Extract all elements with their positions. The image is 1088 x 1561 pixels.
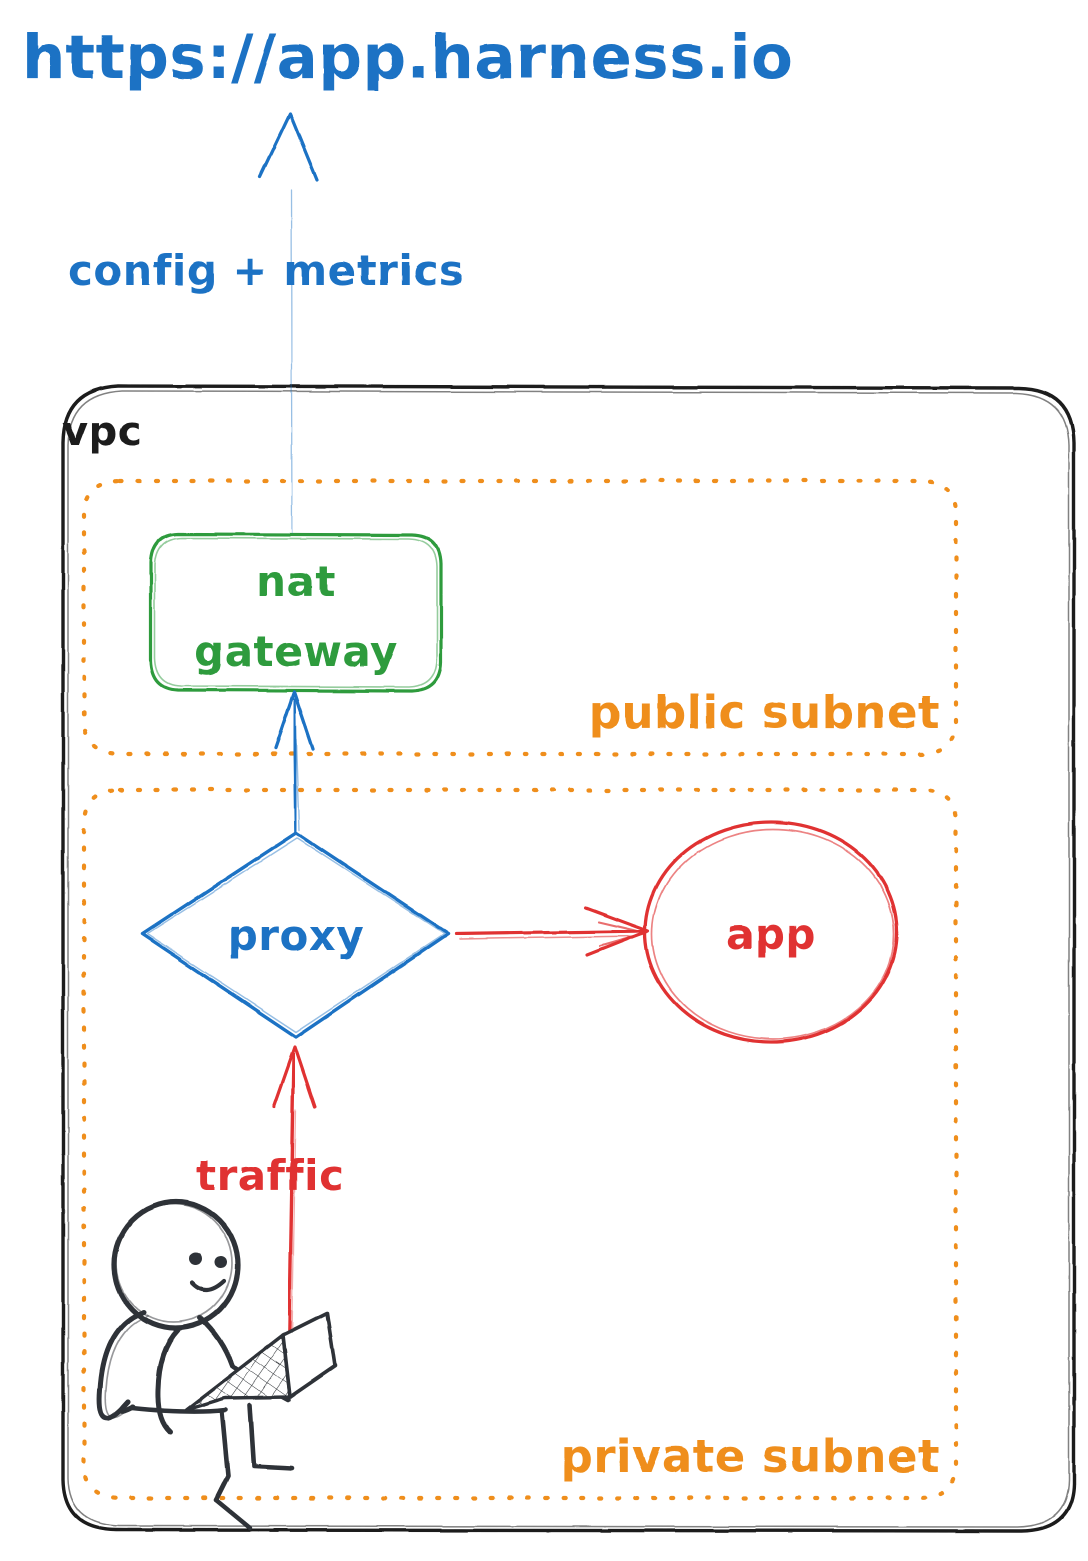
edge-proxy-to-nat [273, 690, 315, 835]
nat-gateway-node[interactable] [149, 532, 443, 693]
vpc-label: vpc [62, 409, 142, 455]
edge-label-traffic: traffic [196, 1151, 344, 1200]
nat-gateway-label-line1: nat [256, 557, 336, 606]
edge-traffic [272, 1045, 317, 1355]
private-subnet-label: private subnet [561, 1430, 940, 1483]
app-node[interactable] [643, 820, 899, 1044]
edge-label-config-metrics: config + metrics [68, 246, 464, 295]
app-label: app [726, 910, 816, 959]
proxy-node[interactable] [140, 831, 450, 1039]
private-subnet-container [81, 787, 959, 1501]
url-title: https://app.harness.io [22, 22, 793, 93]
edge-config-metrics [258, 112, 319, 535]
public-subnet-container [81, 478, 959, 757]
vpc-container [61, 384, 1076, 1533]
edge-proxy-to-app [454, 906, 650, 957]
proxy-label: proxy [228, 911, 365, 960]
user-figure [97, 1199, 337, 1531]
nat-gateway-label-line2: gateway [194, 627, 398, 676]
public-subnet-label: public subnet [589, 686, 940, 739]
